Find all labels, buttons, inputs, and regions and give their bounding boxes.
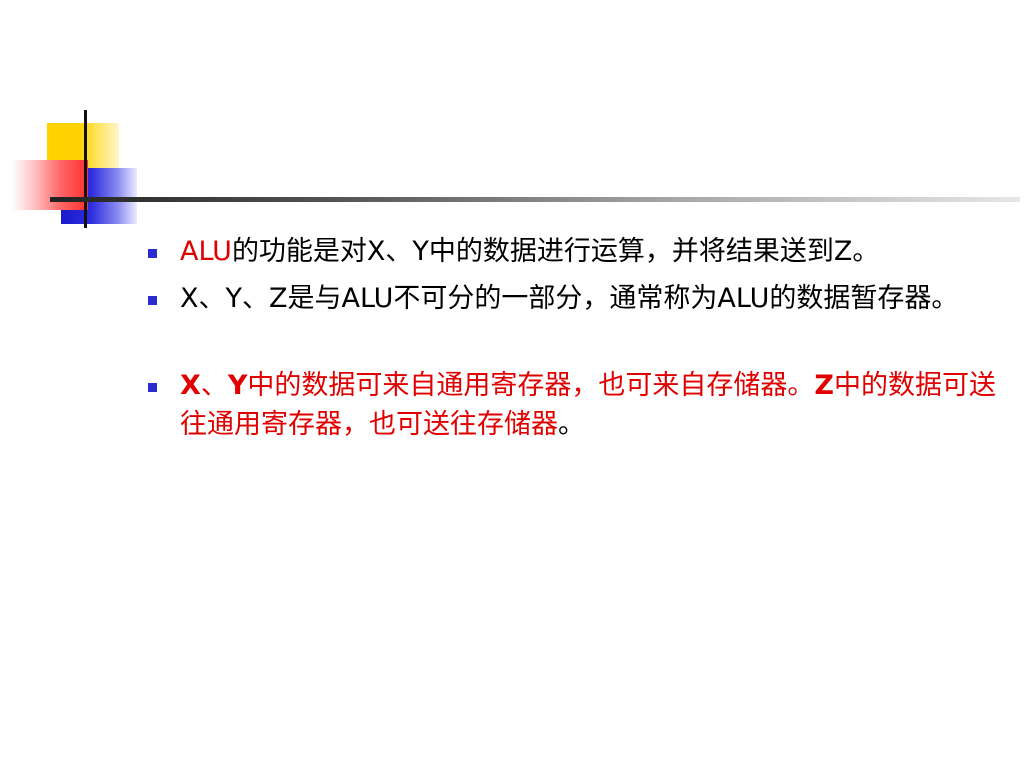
bullet-marker-icon [148, 296, 157, 305]
bullet-text: X、Y中的数据可来自通用寄存器，也可来自存储器。Z中的数据可送往通用寄存器，也可… [180, 370, 996, 440]
title-divider-line [50, 197, 1020, 202]
bullet-text-body: 中的数据可来自通用寄存器，也可来自存储器。 [247, 370, 815, 401]
decorative-vertical-line [84, 110, 87, 228]
bullet-text: X、Y、Z是与ALU不可分的一部分，通常称为ALU的数据暂存器。 [180, 283, 959, 314]
decorative-red-square [12, 160, 88, 210]
bullet-text-body: 的功能是对X、Y中的数据进行运算，并将结果送到Z。 [231, 236, 880, 267]
bullet-marker-icon [148, 249, 157, 258]
bullet-item-1: ALU的功能是对X、Y中的数据进行运算，并将结果送到Z。 [140, 232, 1000, 271]
bullet-item-2: X、Y、Z是与ALU不可分的一部分，通常称为ALU的数据暂存器。 [140, 279, 1000, 318]
bullet-text: ALU的功能是对X、Y中的数据进行运算，并将结果送到Z。 [180, 236, 879, 267]
y-label: Y [227, 370, 248, 401]
z-label: Z [814, 370, 834, 401]
period: 。 [558, 409, 585, 440]
separator: 、 [200, 370, 228, 401]
bullet-list: ALU的功能是对X、Y中的数据进行运算，并将结果送到Z。 X、Y、Z是与ALU不… [140, 232, 1000, 444]
bullet-text-body: 中的数据可送往通用寄存器，也可送往存储器 [180, 370, 996, 440]
bullet-marker-icon [148, 383, 157, 392]
bullet-item-3: X、Y中的数据可来自通用寄存器，也可来自存储器。Z中的数据可送往通用寄存器，也可… [140, 366, 1000, 444]
alu-label: ALU [180, 236, 232, 267]
x-label: X [180, 370, 201, 401]
